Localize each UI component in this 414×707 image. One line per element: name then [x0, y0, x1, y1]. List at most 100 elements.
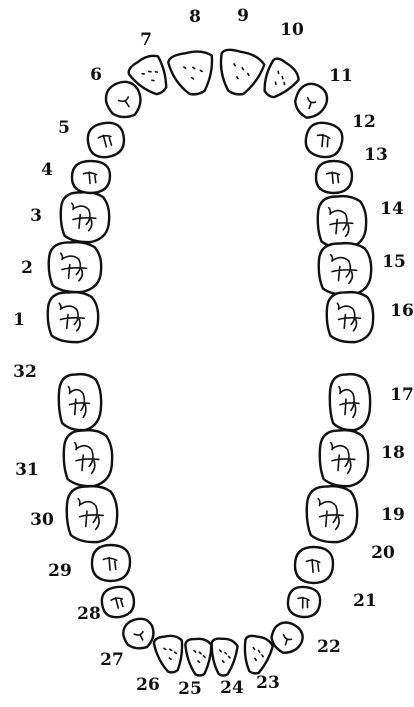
tooth-22: [270, 621, 304, 655]
tooth-number-label: 20: [371, 543, 395, 563]
tooth-13: [314, 159, 354, 195]
tooth-number-label: 21: [353, 591, 377, 611]
tooth-number-label: 6: [90, 65, 102, 85]
tooth-number-label: 19: [381, 505, 405, 525]
tooth-groove: [108, 136, 113, 146]
tooth-groove: [75, 458, 100, 462]
tooth-number-label: 14: [380, 199, 404, 219]
tooth-outline: [294, 82, 329, 119]
tooth-groove: [120, 599, 124, 608]
tooth-number-label: 27: [100, 650, 124, 670]
tooth-31: [62, 428, 114, 488]
tooth-groove: [254, 657, 257, 662]
tooth-groove: [283, 81, 286, 86]
tooth-groove: [321, 133, 324, 148]
tooth-groove: [277, 70, 280, 75]
tooth-number-label: 30: [30, 510, 54, 530]
tooth-number-label: 16: [390, 301, 414, 321]
tooth-groove: [308, 102, 312, 110]
tooth-groove: [69, 388, 86, 412]
tooth-groove: [337, 317, 362, 321]
tooth-groove: [114, 597, 120, 609]
tooth-groove: [82, 404, 87, 419]
tooth-19: [305, 484, 359, 544]
tooth-groove: [59, 317, 86, 321]
tooth-number-label: 17: [390, 385, 414, 405]
tooth-groove: [344, 223, 350, 238]
tooth-groove: [334, 516, 340, 531]
tooth-groove: [76, 444, 94, 468]
tooth-groove: [328, 206, 332, 215]
tooth-20: [293, 545, 335, 585]
tooth-groove: [344, 398, 347, 416]
tooth-number-label: 11: [329, 66, 353, 86]
tooth-outline: [305, 484, 359, 544]
tooth-groove: [224, 651, 228, 655]
tooth-4: [70, 159, 112, 195]
tooth-outline: [243, 634, 274, 675]
tooth-groove: [74, 441, 78, 451]
tooth-groove: [78, 514, 105, 518]
tooth-groove: [133, 630, 144, 636]
tooth-outline: [70, 159, 112, 195]
tooth-groove: [329, 222, 354, 226]
tooth-groove: [317, 562, 320, 573]
tooth-26: [152, 634, 184, 674]
tooth-groove: [236, 76, 239, 80]
tooth-groove: [332, 444, 350, 468]
tooth-groove: [316, 134, 331, 140]
tooth-groove: [114, 560, 117, 571]
tooth-outline: [210, 637, 239, 677]
tooth-27: [122, 617, 155, 650]
tooth-groove: [75, 318, 81, 332]
tooth-number-label: 32: [13, 362, 37, 382]
tooth-outline: [263, 57, 300, 99]
tooth-6: [104, 80, 142, 119]
tooth-11: [294, 82, 329, 119]
tooth-number-label: 26: [136, 675, 160, 695]
tooth-groove: [97, 134, 112, 139]
tooth-number-label: 2: [21, 258, 33, 278]
tooth-outline: [167, 50, 214, 96]
tooth-groove: [352, 318, 358, 332]
tooth-5: [86, 121, 126, 159]
tooth-groove: [340, 388, 355, 412]
tooth-groove: [281, 75, 284, 80]
tooth-groove: [124, 100, 130, 108]
tooth-groove: [78, 213, 81, 230]
tooth-groove: [81, 454, 84, 472]
tooth-outline: [57, 372, 103, 432]
tooth-outline: [90, 543, 132, 583]
tooth-number-label: 12: [352, 112, 376, 132]
tooth-groove: [73, 205, 91, 226]
tooth-groove: [318, 514, 345, 518]
tooth-groove: [90, 460, 96, 475]
tooth-groove: [108, 556, 111, 571]
tooth-groove: [94, 516, 100, 531]
tooth-number-label: 9: [237, 6, 249, 26]
tooth-10: [263, 57, 300, 99]
tooth-9: [219, 48, 266, 96]
tooth-groove: [190, 76, 195, 80]
tooth-23: [243, 634, 274, 675]
tooth-groove: [257, 649, 261, 653]
tooth-number-label: 23: [256, 673, 280, 693]
tooth-outline: [100, 585, 136, 619]
tooth-groove: [261, 654, 265, 658]
tooth-groove: [73, 398, 77, 416]
tooth-groove: [324, 510, 328, 528]
tooth-groove: [192, 66, 196, 70]
tooth-14: [316, 194, 368, 250]
tooth-groove: [94, 174, 97, 184]
tooth-groove: [197, 660, 201, 664]
tooth-groove: [331, 458, 356, 462]
tooth-groove: [183, 66, 187, 70]
tooth-outline: [65, 484, 119, 544]
tooth-number-label: 1: [13, 310, 25, 330]
tooth-groove: [337, 265, 341, 282]
tooth-number-label: 10: [280, 20, 304, 40]
tooth-groove: [348, 270, 354, 285]
tooth-groove: [77, 497, 81, 507]
